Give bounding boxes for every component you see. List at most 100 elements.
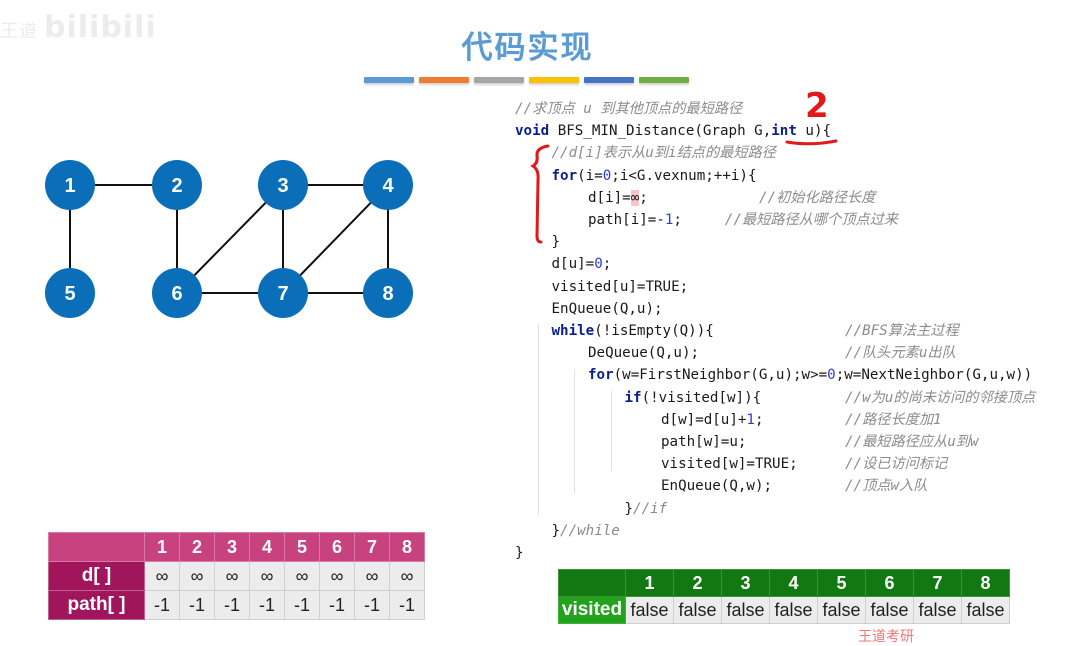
code-comment: //最短路径从哪个顶点过来 <box>724 212 898 228</box>
table-cell: ∞ <box>389 561 425 591</box>
code-token: (i= <box>577 167 603 184</box>
code-line: }//while <box>552 520 620 542</box>
code-line: while(!isEmpty(Q)){ <box>552 320 714 342</box>
table-cell: false <box>769 596 818 624</box>
code-token: } <box>551 234 561 251</box>
code-line: for(i=0;i<G.vexnum;++i){ <box>552 165 757 187</box>
code-comment: //顶点w入队 <box>845 478 928 495</box>
watermark-brand: bilibili <box>44 10 157 45</box>
code-token: DeQueue(Q,u); <box>588 345 700 362</box>
table-corner <box>48 532 145 562</box>
code-token: ; <box>639 189 648 206</box>
graph-node-4: 4 <box>363 160 413 210</box>
code-token: path[i]=- <box>588 212 665 228</box>
node-label: 3 <box>277 175 288 197</box>
column-header: 5 <box>817 569 866 597</box>
table-cell: -1 <box>144 590 180 620</box>
column-header: 6 <box>319 532 355 562</box>
row-label-path: path[ ] <box>48 590 145 620</box>
edge-4-7 <box>282 184 389 294</box>
table-cell: false <box>913 596 962 624</box>
column-header: 3 <box>214 532 250 562</box>
code-token: u){ <box>796 123 832 140</box>
code-token: visited[u]=TRUE; <box>551 278 689 295</box>
table-cell: -1 <box>354 590 390 620</box>
code-line: path[w]=u; <box>661 431 746 453</box>
path-row: path[ ]-1-1-1-1-1-1-1-1 <box>48 590 425 620</box>
code-token: (!isEmpty(Q)){ <box>594 323 714 339</box>
column-header: 8 <box>961 569 1010 597</box>
code-comment: //w为u的尚未访问的邻接顶点 <box>845 389 1036 406</box>
code-token: d[w]=d[u]+ <box>661 411 747 428</box>
table-cell: ∞ <box>284 561 320 591</box>
code-token: int <box>771 123 797 140</box>
code-token: //if <box>633 500 668 517</box>
slide-title-text: 代码实现 <box>461 30 594 66</box>
code-token: 1 <box>746 411 755 428</box>
table-cell: ∞ <box>214 561 250 591</box>
code-line: }//if <box>625 498 668 520</box>
table-cell: false <box>961 596 1010 624</box>
code-token: 0 <box>594 256 603 273</box>
row-label-d: d[ ] <box>48 561 145 591</box>
column-header: 8 <box>389 532 425 562</box>
code-comment: //最短路径应从u到w <box>845 434 979 450</box>
code-token: d[u]= <box>551 256 595 273</box>
code-line: DeQueue(Q,u); <box>588 342 699 364</box>
distance-row: d[ ]∞∞∞∞∞∞∞∞ <box>48 561 425 591</box>
column-header: 2 <box>179 532 215 562</box>
footer-watermark: 王道考研 <box>858 628 914 644</box>
code-line: if(!visited[w]){ <box>625 387 762 409</box>
table-cell: false <box>865 596 914 624</box>
column-header: 5 <box>284 532 320 562</box>
table-cell: -1 <box>389 590 425 620</box>
node-label: 7 <box>277 283 288 305</box>
node-circle <box>45 160 95 210</box>
graph-node-5: 5 <box>45 268 95 318</box>
code-token: ; <box>673 212 682 228</box>
table-cell: false <box>721 596 770 624</box>
column-header: 1 <box>144 532 180 562</box>
code-token: ∞ <box>630 189 640 206</box>
indent-guide <box>537 146 539 205</box>
node-circle <box>258 160 308 210</box>
graph-node-3: 3 <box>258 160 308 210</box>
code-token: (!visited[w]){ <box>641 389 762 406</box>
stripe-4 <box>584 77 634 83</box>
code-token: EnQueue(Q,u); <box>551 300 663 317</box>
column-header: 1 <box>625 569 674 597</box>
code-line: for(w=FirstNeighbor(G,u);w>=0;w=NextNeig… <box>588 364 1032 386</box>
node-label: 4 <box>382 175 394 197</box>
table-cell: false <box>625 596 674 624</box>
code-comment: //初始化路径长度 <box>759 189 876 206</box>
code-token: while <box>551 323 595 339</box>
code-comment: //路径长度加1 <box>845 411 942 428</box>
slide-title: 代码实现 <box>0 22 1065 67</box>
node-label: 5 <box>64 283 75 305</box>
code-token: 0 <box>602 167 612 184</box>
node-circle <box>258 268 308 318</box>
code-token: 1 <box>664 212 674 228</box>
node-label: 8 <box>382 283 393 305</box>
code-token: } <box>515 545 524 561</box>
code-line: } <box>552 231 561 253</box>
code-line: path[i]=-1; <box>588 209 682 231</box>
table-corner <box>558 569 626 597</box>
decorative-color-stripes <box>364 77 694 83</box>
annotation-mark-2: 2 <box>805 86 829 126</box>
stripe-1 <box>419 77 469 83</box>
stripe-0 <box>364 77 414 83</box>
code-comment: //设已访问标记 <box>845 456 948 473</box>
stripe-3 <box>529 77 579 83</box>
graph-node-8: 8 <box>363 268 413 318</box>
node-label: 6 <box>171 283 182 305</box>
code-token: for <box>588 367 614 384</box>
code-token: ; <box>754 411 764 428</box>
code-token: EnQueue(Q,w); <box>661 478 773 495</box>
code-token: (w=FirstNeighbor(G,u);w>= <box>613 367 828 384</box>
graph-node-1: 1 <box>45 160 95 210</box>
table-cell: ∞ <box>354 561 390 591</box>
